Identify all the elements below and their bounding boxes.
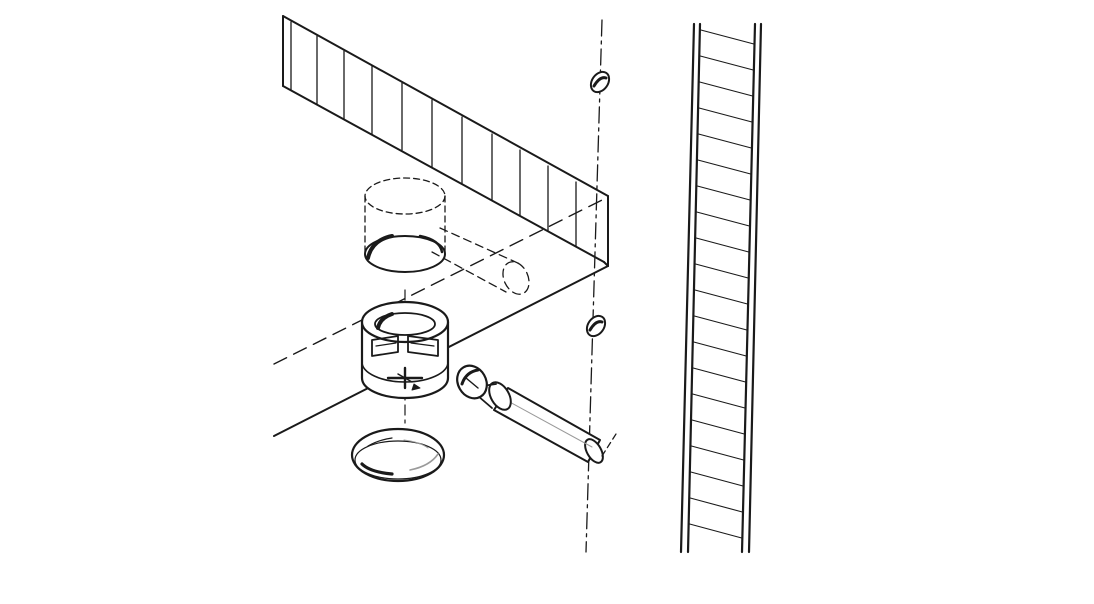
panel-top-face <box>282 15 609 263</box>
vertical-panel-hatch-line <box>694 263 749 279</box>
connecting-bolt <box>456 364 617 464</box>
vertical-panel-hatch-line <box>690 445 745 461</box>
vertical-panel-hatch-line <box>699 55 754 71</box>
cover-cap <box>350 427 446 483</box>
cam-bore-hidden <box>364 177 446 273</box>
vertical-panel-hatch-line <box>695 237 750 253</box>
vertical-panel-hatch-line <box>689 497 743 513</box>
vertical-panel-hatch-line <box>694 289 749 305</box>
alignment-line-vertical <box>585 19 603 553</box>
vertical-panel-hatch-line <box>698 107 753 123</box>
vertical-panel-hatch-line <box>699 81 754 97</box>
vertical-panel-hatch-line <box>700 29 755 45</box>
vertical-panel-hatch-line <box>697 159 752 175</box>
vertical-panel-hatch-line <box>696 211 750 227</box>
vertical-panel-hatch-line <box>693 341 747 357</box>
panel-top-hatching <box>290 21 577 247</box>
vertical-panel-hatch-line <box>696 185 751 201</box>
panel-hidden-edge <box>273 199 603 365</box>
vertical-panel-hatch-line <box>690 471 744 487</box>
dowel-channel-hidden <box>431 227 530 295</box>
cam-lock-housing <box>360 300 450 400</box>
vertical-panel-hatching <box>689 29 755 539</box>
side-hole-upper <box>589 70 611 94</box>
side-hole-lower <box>585 314 607 338</box>
vertical-panel-hatch-line <box>692 393 746 409</box>
vertical-panel-hatch-line <box>692 367 747 383</box>
vertical-panel-hatch-line <box>689 523 743 539</box>
vertical-panel <box>679 22 763 554</box>
phillips-drive-icon <box>386 366 424 390</box>
vertical-panel-hatch-line <box>691 419 745 435</box>
vertical-panel-hatch-line <box>693 315 748 331</box>
vertical-panel-hatch-line <box>697 133 752 149</box>
